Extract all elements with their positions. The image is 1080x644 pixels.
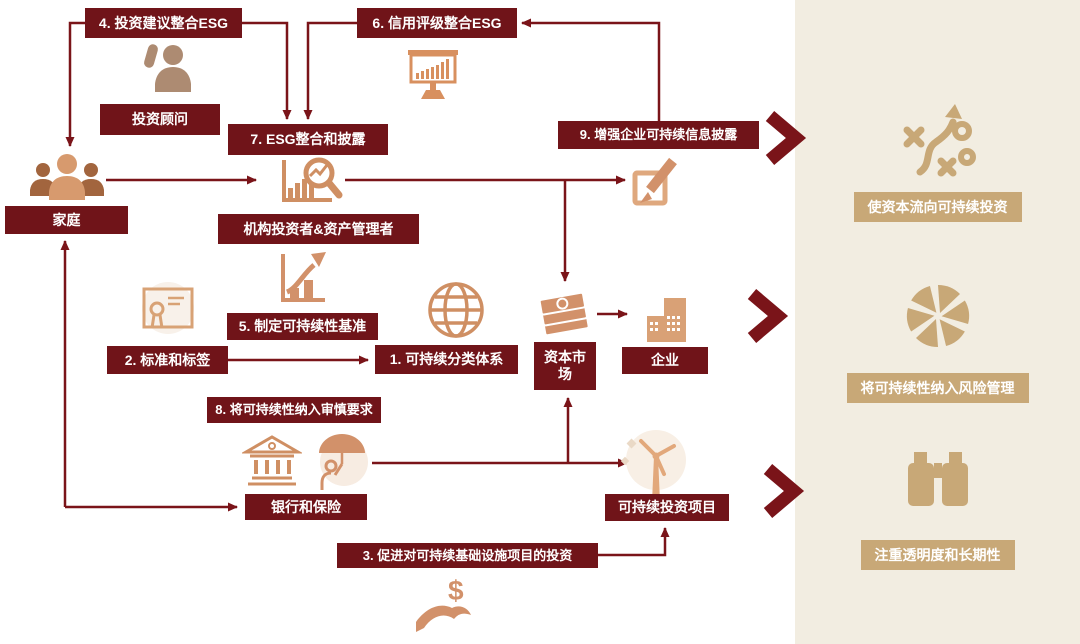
pencil-icon	[632, 157, 677, 206]
node-box8: 8. 将可持续性纳入审慎要求	[207, 397, 381, 423]
arrow-box3-to-projects	[598, 527, 670, 557]
node-box2: 2. 标准和标签	[107, 346, 228, 374]
advisor-icon	[144, 44, 191, 92]
node-box5: 5. 制定可持续性基准	[227, 313, 378, 340]
presentation-icon	[408, 50, 458, 99]
umbrella-person-icon	[319, 434, 368, 490]
node-investors: 机构投资者&资产管理者	[218, 214, 419, 244]
node-capital-market: 资本市场	[534, 342, 596, 390]
outcomes-panel: 使资本流向可持续投资 将可持续性纳入风险管理 注重透明度和长期性	[795, 0, 1080, 644]
bank-icon	[242, 435, 302, 486]
hand-dollar-icon: $	[416, 575, 471, 632]
svg-text:$: $	[448, 575, 464, 606]
node-household: 家庭	[5, 206, 128, 234]
node-box1: 1. 可持续分类体系	[375, 345, 518, 374]
node-projects: 可持续投资项目	[605, 494, 729, 521]
node-enterprise: 企业	[622, 347, 708, 374]
growth-chart-icon	[281, 252, 326, 302]
node-box9: 9. 增强企业可持续信息披露	[558, 121, 759, 149]
chevron-icon	[763, 464, 805, 518]
node-advisor: 投资顾问	[100, 104, 220, 135]
chevron-icon	[747, 289, 789, 343]
node-box3: 3. 促进对可持续基础设施项目的投资	[337, 543, 598, 568]
investors-icon	[282, 157, 343, 202]
aperture-icon	[906, 284, 969, 348]
money-icon	[538, 291, 590, 337]
outcome-label-capital-flows: 使资本流向可持续投资	[853, 192, 1022, 222]
outcome-label-transparency: 注重透明度和长期性	[860, 540, 1015, 570]
arrow-box4-to-box7	[242, 21, 292, 120]
node-box4: 4. 投资建议整合ESG	[85, 8, 242, 38]
arrow-box4-to-household	[65, 21, 85, 147]
globe-icon	[428, 282, 484, 338]
strategy-icon	[903, 104, 976, 177]
node-banks: 银行和保险	[245, 494, 367, 520]
certificate-icon	[142, 282, 194, 334]
node-box7: 7. ESG整合和披露	[228, 124, 388, 155]
arrow-box6-to-box7	[303, 21, 357, 120]
building-icon	[647, 298, 686, 342]
outcome-label-risk-management: 将可持续性纳入风险管理	[846, 373, 1029, 403]
arrow-box9-to-box6	[521, 18, 661, 121]
chevron-icon	[765, 111, 807, 165]
binoculars-icon	[907, 452, 968, 506]
node-box6: 6. 信用评级整合ESG	[357, 8, 517, 38]
household-icon	[30, 154, 104, 200]
